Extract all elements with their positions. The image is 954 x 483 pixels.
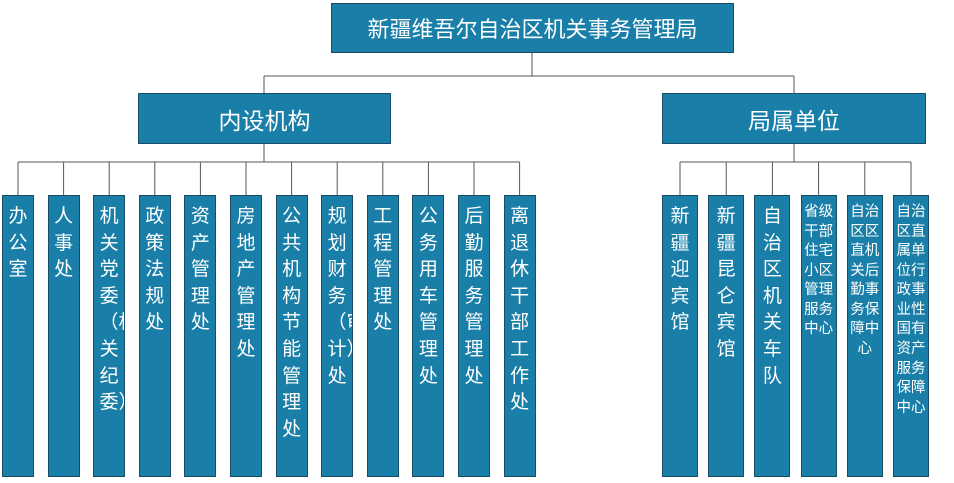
leaf-label: 新疆迎宾馆 [670,205,690,334]
leaf-label: 后勤服务管理处 [464,205,484,387]
leaf-node-0-3: 政策法规处 [138,195,171,477]
leaf-node-1-5: 自治区直属单位行政事业性国有资产服务保障中心 [893,195,929,477]
leaf-node-0-0: 办公室 [2,195,34,477]
leaf-node-0-1: 人事处 [47,195,80,477]
leaf-label: 房地产管理处 [236,205,256,360]
leaf-label: 规划财务（审计）处 [327,205,353,387]
leaf-label: 离退休干部工作处 [510,205,530,414]
leaf-label: 自治区区直机关后勤事务保障中心 [850,204,880,357]
leaf-label: 机关党委（机关纪委） [99,205,125,414]
leaf-label: 工程管理处 [373,205,393,334]
leaf-node-0-5: 房地产管理处 [230,195,262,477]
leaf-node-1-2: 自治区机关车队 [754,195,791,477]
leaf-node-0-7: 规划财务（审计）处 [321,195,354,477]
leaf-node-1-4: 自治区区直机关后勤事务保障中心 [846,195,883,477]
leaf-node-1-3: 省级干部住宅小区管理服务中心 [800,195,837,477]
leaf-label: 公共机构节能管理处 [282,205,302,440]
leaf-label: 自治区直属单位行政事业性国有资产服务保障中心 [896,204,926,416]
leaf-node-0-6: 公共机构节能管理处 [275,195,308,477]
leaf-node-1-1: 新疆昆仑宾馆 [708,195,745,477]
branch-node-affiliated-units: 局属单位 [662,93,926,144]
leaf-node-0-8: 工程管理处 [366,195,399,477]
leaf-label: 资产管理处 [190,205,210,334]
leaf-label: 政策法规处 [145,205,165,334]
leaf-label: 省级干部住宅小区管理服务中心 [804,204,834,338]
leaf-label: 新疆昆仑宾馆 [716,205,736,360]
leaf-node-1-0: 新疆迎宾馆 [662,195,698,477]
leaf-node-0-11: 离退休干部工作处 [503,195,536,477]
leaf-node-0-9: 公务用车管理处 [412,195,445,477]
leaf-node-0-10: 后勤服务管理处 [458,195,490,477]
branch-node-internal-departments: 内设机构 [138,93,391,144]
leaf-node-0-4: 资产管理处 [184,195,217,477]
leaf-node-0-2: 机关党委（机关纪委） [93,195,126,477]
leaf-label: 办公室 [8,205,28,281]
leaf-label: 公务用车管理处 [418,205,438,387]
leaf-label: 自治区机关车队 [762,205,782,387]
root-node-bureau: 新疆维吾尔自治区机关事务管理局 [331,3,734,53]
leaf-label: 人事处 [54,205,74,281]
